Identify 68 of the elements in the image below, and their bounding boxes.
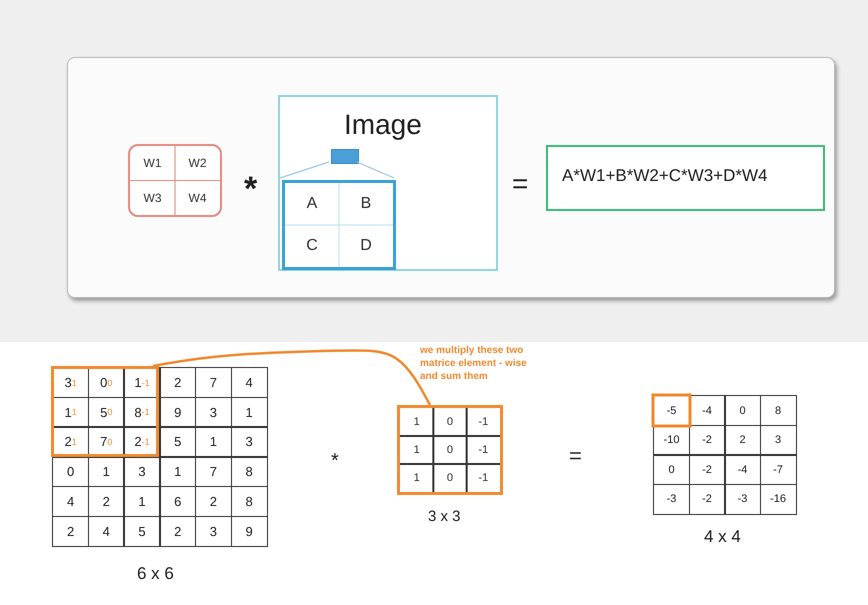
matrix-cell: -2 bbox=[688, 484, 726, 514]
matrix-cell: 2 bbox=[159, 516, 196, 547]
result-formula-box bbox=[546, 145, 825, 211]
receptive-field-highlight bbox=[51, 366, 159, 457]
matrix-value: 1 bbox=[412, 471, 421, 486]
equals-sign: = bbox=[512, 168, 528, 200]
matrix-cell: 5 bbox=[123, 516, 161, 547]
matrix-value: 0 bbox=[446, 415, 454, 430]
matrix-value: -1 bbox=[477, 443, 490, 458]
weight-label: W2 bbox=[188, 155, 208, 172]
matrix-cell: -4 bbox=[688, 395, 726, 426]
matrix-cell: 0 bbox=[724, 395, 761, 426]
matrix-cell: -16 bbox=[760, 484, 796, 514]
matrix-cell: 4 bbox=[88, 516, 125, 547]
matrix-cell: 2 bbox=[159, 367, 196, 398]
matrix-size-label: 3 x 3 bbox=[428, 508, 461, 525]
connector-curve bbox=[152, 349, 432, 406]
matrix-cell: 9 bbox=[159, 396, 196, 428]
equals-sign: = bbox=[569, 443, 582, 469]
matrix-cell: 1 bbox=[123, 486, 161, 517]
matrix-cell: 8 bbox=[230, 456, 268, 488]
matrix-size-label: 4 x 4 bbox=[704, 527, 741, 547]
formula-text: A*W1+B*W2+C*W3+D*W4 bbox=[562, 166, 768, 186]
matrix-cell: 4 bbox=[230, 367, 268, 398]
matrix-cell: 3 bbox=[760, 424, 796, 456]
matrix-value: 1 bbox=[412, 415, 421, 430]
matrix-cell: 1 bbox=[194, 426, 232, 458]
matrix-cell: -3 bbox=[653, 484, 690, 514]
matrix-cell: 5 bbox=[159, 426, 196, 458]
filter-matrix bbox=[397, 405, 503, 495]
matrix-size-label: 6 x 6 bbox=[137, 564, 174, 584]
weight-matrix bbox=[128, 144, 222, 217]
pixel-label: A bbox=[306, 194, 318, 214]
zoom-line bbox=[356, 161, 394, 179]
matrix-cell: 8 bbox=[760, 395, 796, 426]
selected-pixel bbox=[331, 149, 359, 164]
matrix-cell: -2 bbox=[688, 454, 726, 485]
matrix-cell: -4 bbox=[724, 454, 761, 485]
pixel-label: C bbox=[305, 236, 319, 256]
pixel-label: D bbox=[359, 236, 373, 256]
image-title: Image bbox=[344, 109, 422, 141]
matrix-cell: 2 bbox=[724, 424, 761, 456]
matrix-value: -1 bbox=[477, 471, 490, 486]
matrix-value: 0 bbox=[446, 471, 454, 486]
matrix-value: 0 bbox=[446, 443, 454, 458]
matrix-cell: 2 bbox=[52, 516, 90, 547]
weight-label: W4 bbox=[188, 190, 208, 207]
matrix-cell: 1 bbox=[230, 396, 268, 428]
matrix-cell: 1 bbox=[159, 456, 196, 488]
matrix-cell: -7 bbox=[760, 454, 796, 485]
matrix-cell: 3 bbox=[230, 426, 268, 458]
matrix-cell: -3 bbox=[724, 484, 761, 514]
weight-label: W3 bbox=[142, 190, 162, 207]
matrix-value: 1 bbox=[412, 443, 421, 458]
annotation-note: we multiply these two matrice element - wise and sum them bbox=[420, 344, 528, 383]
multiply-sign: * bbox=[331, 450, 339, 473]
image-patch-grid bbox=[282, 180, 396, 270]
weight-label: W1 bbox=[142, 155, 162, 172]
matrix-cell: -10 bbox=[653, 424, 690, 456]
matrix-cell: -2 bbox=[688, 424, 726, 456]
matrix-value: -1 bbox=[477, 415, 490, 430]
matrix-cell: 3 bbox=[123, 456, 161, 488]
pixel-label: B bbox=[360, 194, 372, 214]
zoom-line bbox=[280, 161, 330, 179]
multiply-sign: * bbox=[244, 170, 258, 209]
matrix-cell: 0 bbox=[653, 454, 690, 485]
matrix-cell: 9 bbox=[230, 516, 268, 547]
image-frame bbox=[278, 95, 498, 271]
